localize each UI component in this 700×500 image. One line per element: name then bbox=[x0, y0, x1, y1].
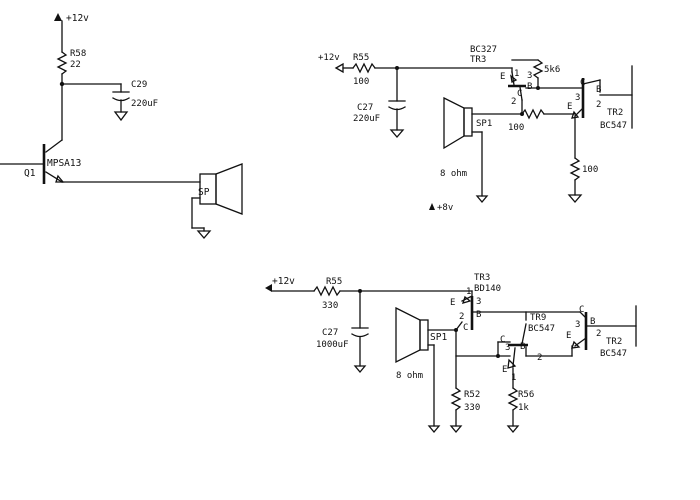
supply-arrow-2 bbox=[334, 62, 344, 74]
c29-value: 220uF bbox=[131, 99, 158, 109]
supply-arrow-8v bbox=[429, 203, 435, 210]
tr3-part: BD140 bbox=[474, 284, 501, 294]
tr9-e: E bbox=[502, 365, 507, 375]
r55-value: 330 bbox=[322, 301, 338, 311]
tr9-pin-1: 1 bbox=[511, 373, 516, 383]
tr2-ref: TR2 bbox=[606, 337, 622, 347]
resistor-100-mid bbox=[521, 108, 545, 120]
tr2-c: C bbox=[580, 78, 585, 88]
tr2-part: BC547 bbox=[600, 121, 627, 131]
r55-name: R55 bbox=[353, 53, 369, 63]
speaker-sp1 bbox=[443, 96, 465, 150]
resistor-r52 bbox=[450, 387, 462, 411]
resistor-r58 bbox=[56, 51, 68, 75]
supply-arrow-1 bbox=[54, 13, 62, 21]
resistor-100-low bbox=[569, 157, 581, 181]
tr2-b: B bbox=[596, 85, 601, 95]
q1-part: MPSA13 bbox=[47, 158, 81, 169]
ground-symbol bbox=[113, 111, 129, 122]
tr3-part: BC327 bbox=[470, 45, 497, 55]
circuit-1: +12v R58 22 C29 220uF MPSA13 Q1 SP bbox=[0, 13, 243, 239]
tr9-b: B bbox=[520, 342, 525, 352]
resistor-r55 bbox=[352, 62, 376, 74]
r58-value: 22 bbox=[70, 60, 81, 70]
tr9-part: BC547 bbox=[528, 324, 555, 334]
speaker-sp-label: SP bbox=[198, 187, 210, 198]
tr3-pin-1: 1 bbox=[514, 69, 519, 79]
tr3-b: B bbox=[476, 310, 481, 320]
r52-name: R52 bbox=[464, 390, 480, 400]
supply-label-2: +12v bbox=[318, 53, 340, 63]
tr3-pin-3: 3 bbox=[527, 71, 532, 81]
ground-symbol bbox=[567, 194, 583, 203]
sp1-impedance: 8 ohm bbox=[440, 169, 467, 179]
tr2-e: E bbox=[567, 102, 572, 112]
tr2-pin-3: 3 bbox=[575, 320, 580, 330]
tr2-c: C bbox=[579, 305, 584, 315]
pot-value: 5k6 bbox=[544, 65, 560, 75]
tr3-e: E bbox=[500, 72, 505, 82]
tr9-pin-2: 2 bbox=[537, 353, 542, 363]
sp1-impedance: 8 ohm bbox=[396, 371, 423, 381]
c27-name: C27 bbox=[322, 328, 338, 338]
r-low-value: 100 bbox=[582, 165, 598, 175]
tr2-b: B bbox=[590, 317, 595, 327]
tr9-ref: TR9 bbox=[530, 313, 546, 323]
supply-arrow-3 bbox=[265, 284, 272, 292]
circuit-3: +12v R55 330 C27 1000uF TR3 BD140 1 3 B … bbox=[265, 273, 637, 434]
c27-value: 220uF bbox=[353, 114, 380, 124]
r-mid-value: 100 bbox=[508, 123, 524, 133]
r52-value: 330 bbox=[464, 403, 480, 413]
r58-name: R58 bbox=[70, 49, 86, 59]
tr2-part: BC547 bbox=[600, 349, 627, 359]
tr2-ref: TR2 bbox=[607, 108, 623, 118]
tr3-e: E bbox=[450, 298, 455, 308]
supply-label-1: +12v bbox=[66, 13, 89, 24]
tr3-pin-1: 1 bbox=[466, 287, 471, 297]
r55-value: 100 bbox=[353, 77, 369, 87]
ground-symbol bbox=[506, 425, 520, 434]
tr2-e: E bbox=[566, 331, 571, 341]
supply-label-3: +12v bbox=[272, 276, 295, 287]
r56-value: 1k bbox=[518, 403, 529, 413]
ground-symbol bbox=[449, 425, 463, 434]
tr2-pin-3: 3 bbox=[575, 93, 580, 103]
speaker-sp1 bbox=[395, 306, 421, 364]
r56-name: R56 bbox=[518, 390, 534, 400]
sp1-label: SP1 bbox=[476, 119, 492, 129]
c27-name: C27 bbox=[357, 103, 373, 113]
circuit-2: +12v R55 100 C27 220uF BC327 TR3 E 1 C 2… bbox=[318, 45, 633, 213]
tr3-ref: TR3 bbox=[474, 273, 490, 283]
tr2-pin-2: 2 bbox=[596, 329, 601, 339]
supply-small: +8v bbox=[437, 203, 453, 213]
tr9-pin-3: 3 bbox=[505, 343, 510, 353]
tr2-pin-2: 2 bbox=[596, 100, 601, 110]
ground-symbol bbox=[389, 129, 405, 138]
sp1-label: SP1 bbox=[430, 332, 447, 343]
tr3-pin-2: 2 bbox=[511, 97, 516, 107]
tr3-ref: TR3 bbox=[470, 55, 486, 65]
tr3-b: B bbox=[527, 82, 532, 92]
potentiometer-5k6 bbox=[532, 59, 544, 79]
resistor-r56 bbox=[507, 387, 519, 411]
c27-value: 1000uF bbox=[316, 340, 349, 350]
tr9-c: C bbox=[500, 335, 505, 345]
tr3-c: C bbox=[463, 323, 468, 333]
tr3-pin-3: 3 bbox=[476, 297, 481, 307]
tr3-c: C bbox=[517, 89, 522, 99]
tr3-pin-2: 2 bbox=[459, 312, 464, 322]
c29-name: C29 bbox=[131, 80, 147, 90]
q1-ref: Q1 bbox=[24, 168, 36, 179]
resistor-r55 bbox=[313, 285, 341, 297]
r55-name: R55 bbox=[326, 277, 342, 287]
ground-symbol bbox=[353, 365, 367, 374]
